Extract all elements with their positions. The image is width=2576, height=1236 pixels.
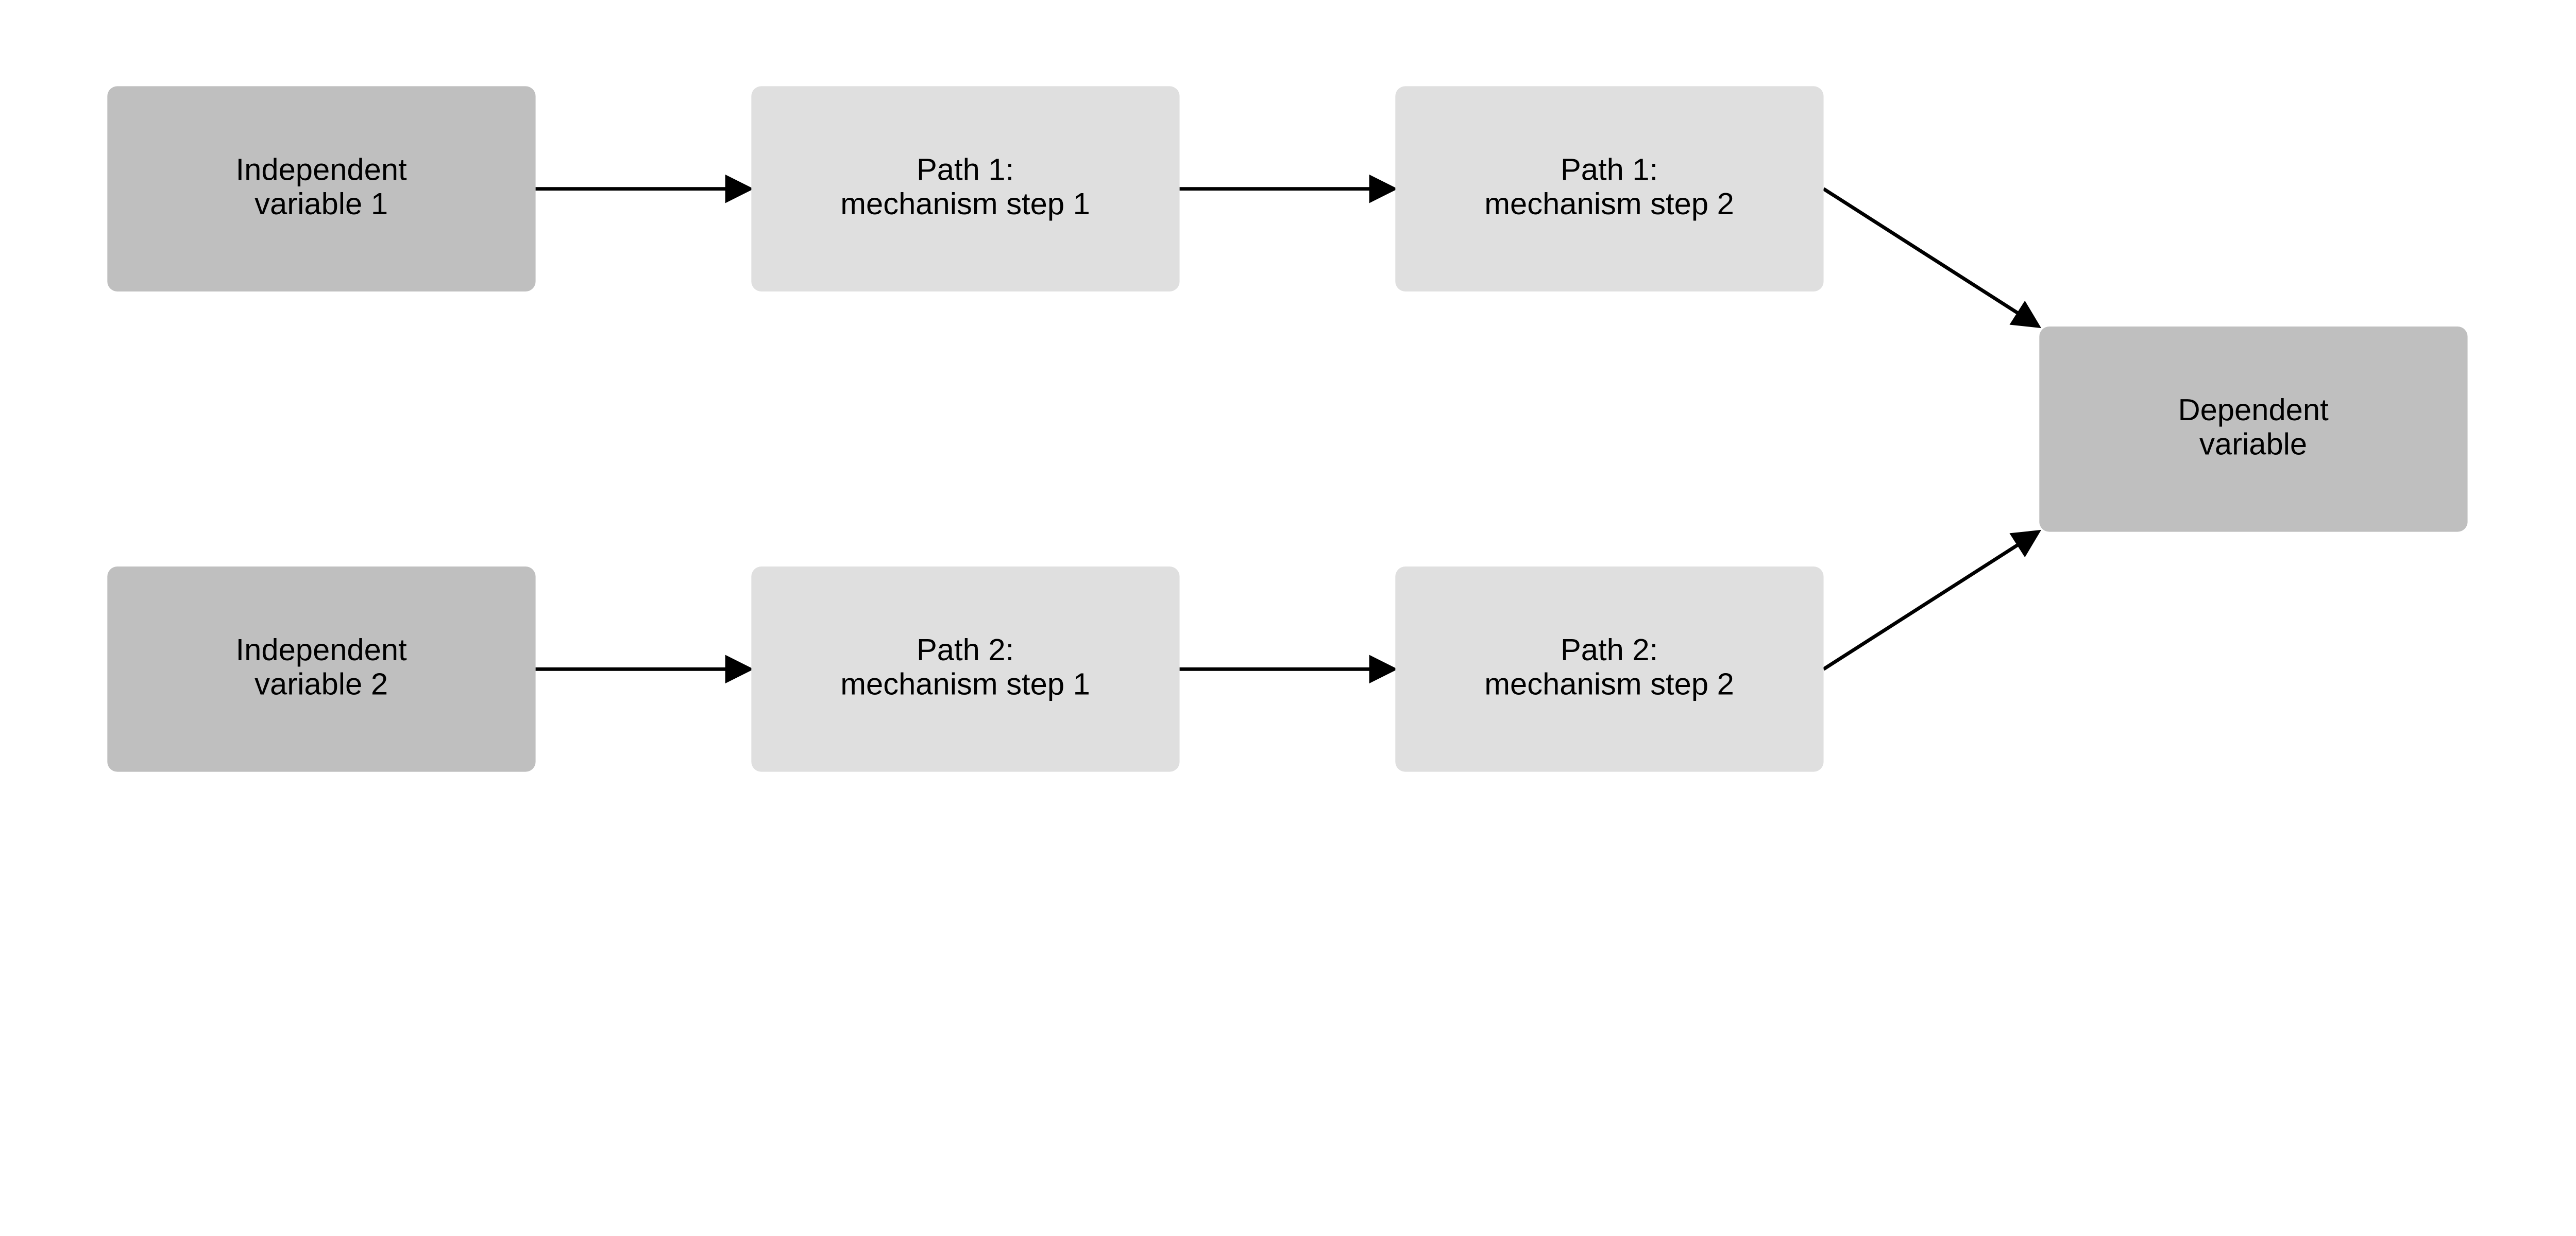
node-label-line2: mechanism step 2 (1484, 186, 1734, 221)
edges (535, 174, 2042, 684)
node-label-line2: variable (2199, 427, 2307, 461)
node-path1-step2: Path 1: mechanism step 2 (1395, 86, 1824, 291)
node-independent-variable-1: Independent variable 1 (107, 86, 536, 291)
node-dependent-variable: Dependent variable (2039, 327, 2468, 532)
edge-p2s2-to-dv (1822, 529, 2042, 671)
node-path1-step1: Path 1: mechanism step 1 (751, 86, 1180, 291)
edge-p1s2-to-dv (1822, 187, 2042, 329)
node-label-line1: Dependent (2178, 392, 2329, 427)
node-label-line1: Path 1: (917, 152, 1014, 186)
node-label-line2: variable 2 (255, 667, 388, 701)
node-label-line2: mechanism step 1 (840, 186, 1090, 221)
node-path2-step1: Path 2: mechanism step 1 (751, 566, 1180, 772)
node-path2-step2: Path 2: mechanism step 2 (1395, 566, 1824, 772)
node-label-line1: Path 2: (1561, 632, 1658, 667)
node-label-line1: Path 1: (1561, 152, 1658, 186)
node-label-line2: mechanism step 1 (840, 667, 1090, 701)
node-label-line1: Independent (236, 152, 408, 186)
node-label-line2: variable 1 (255, 186, 388, 221)
node-label-line2: mechanism step 2 (1484, 667, 1734, 701)
node-independent-variable-2: Independent variable 2 (107, 566, 536, 772)
node-label-line1: Path 2: (917, 632, 1014, 667)
node-label-line1: Independent (236, 632, 408, 667)
path-diagram: Independent variable 1 Path 1: mechanism… (107, 86, 2468, 772)
